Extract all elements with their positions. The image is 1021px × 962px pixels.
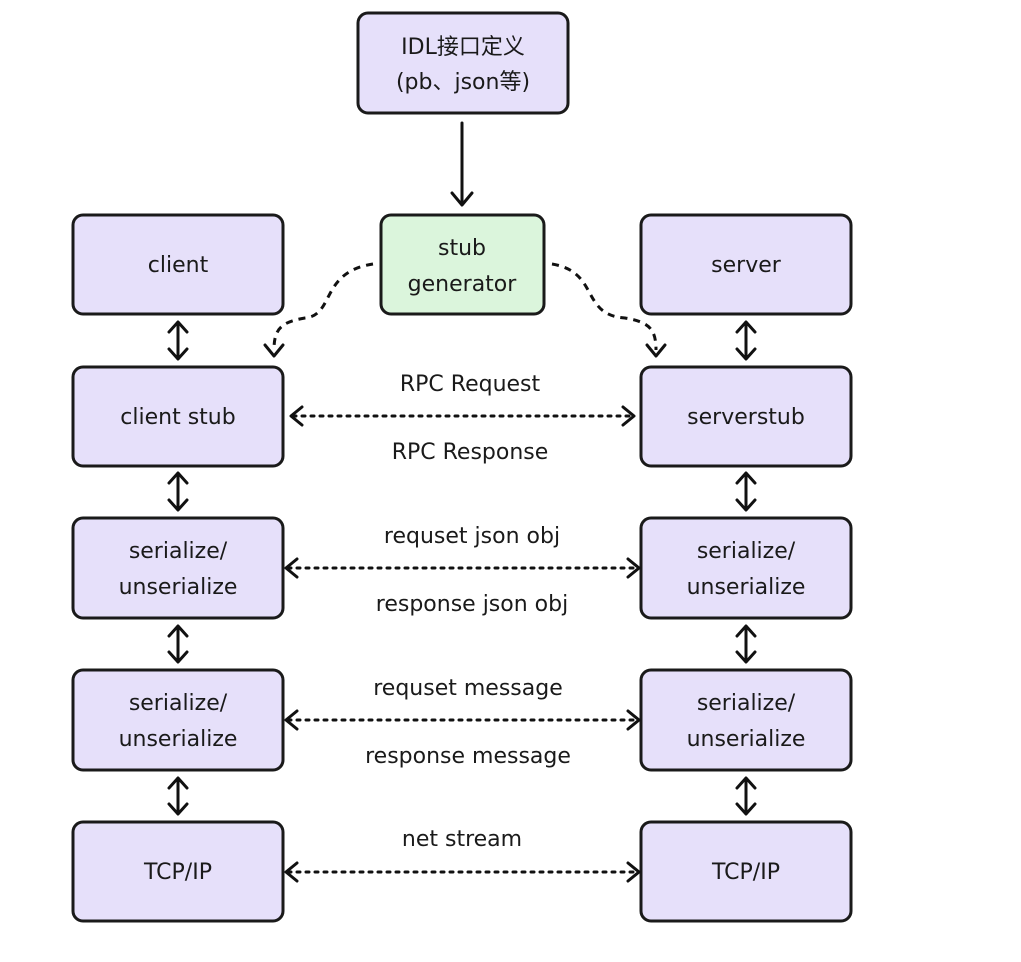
response-message-label: response message: [365, 744, 571, 769]
stub-generator-label-line-1: stub: [438, 236, 486, 261]
server-tcp-node: TCP/IP: [639, 820, 853, 923]
server-serialize-message-node: serialize/ unserialize: [639, 668, 853, 772]
stub-generator-label-line-2: generator: [408, 272, 518, 297]
client-serialize-message-label-line-1: serialize/: [129, 691, 228, 716]
network-layer-dotted-arrow: [284, 861, 641, 883]
client-tcp-label: TCP/IP: [143, 860, 212, 885]
client-serialize-to-tcp-double-arrow: [167, 776, 189, 816]
server-serialize-json-label-line-2: unserialize: [687, 575, 806, 600]
idl-definition-node: IDL接口定义 (pb、json等): [356, 11, 570, 115]
rpc-response-label: RPC Response: [392, 440, 549, 465]
client-stub-label: client stub: [120, 405, 235, 430]
client-label: client: [148, 253, 209, 278]
generator-to-client-stub-arrow: [263, 262, 374, 358]
client-stub-to-serialize-double-arrow: [167, 471, 189, 512]
rpc-request-label: RPC Request: [400, 372, 541, 397]
client-tcp-node: TCP/IP: [71, 820, 285, 923]
response-json-obj-label: response json obj: [376, 592, 568, 617]
server-serialize-json-node: serialize/ unserialize: [639, 516, 853, 620]
net-stream-label: net stream: [402, 827, 522, 852]
server-serialize-to-serialize-double-arrow: [735, 624, 757, 664]
server-serialize-message-label-line-2: unserialize: [687, 727, 806, 752]
client-node: client: [71, 213, 285, 316]
client-stub-node: client stub: [71, 365, 285, 468]
server-serialize-to-tcp-double-arrow: [735, 776, 757, 816]
server-node: server: [639, 213, 853, 316]
client-serialize-to-serialize-double-arrow: [167, 624, 189, 664]
client-serialize-message-label-line-2: unserialize: [119, 727, 238, 752]
message-layer-dotted-arrow: [284, 709, 641, 731]
request-json-obj-label: requset json obj: [384, 524, 560, 549]
server-stub-to-serialize-double-arrow: [735, 471, 757, 512]
generator-to-server-stub-arrow: [551, 262, 667, 358]
client-serialize-message-node: serialize/ unserialize: [71, 668, 285, 772]
stub-layer-dotted-arrow: [289, 405, 636, 427]
client-to-client-stub-double-arrow: [167, 320, 189, 361]
server-stub-label: serverstub: [687, 405, 805, 430]
server-label: server: [711, 253, 782, 278]
stub-generator-node: stub generator: [379, 213, 546, 316]
client-serialize-json-node: serialize/ unserialize: [71, 516, 285, 620]
client-serialize-json-label-line-1: serialize/: [129, 539, 228, 564]
idl-definition-label-line-2: (pb、json等): [396, 70, 530, 95]
idl-to-generator-arrow: [450, 121, 474, 207]
idl-definition-label-line-1: IDL接口定义: [401, 35, 525, 60]
request-message-label: requset message: [373, 676, 563, 701]
server-serialize-message-label-line-1: serialize/: [697, 691, 796, 716]
client-serialize-json-label-line-2: unserialize: [119, 575, 238, 600]
server-to-server-stub-double-arrow: [735, 320, 757, 361]
server-serialize-json-label-line-1: serialize/: [697, 539, 796, 564]
json-layer-dotted-arrow: [284, 557, 641, 579]
server-stub-node: serverstub: [639, 365, 853, 468]
server-tcp-label: TCP/IP: [711, 860, 780, 885]
